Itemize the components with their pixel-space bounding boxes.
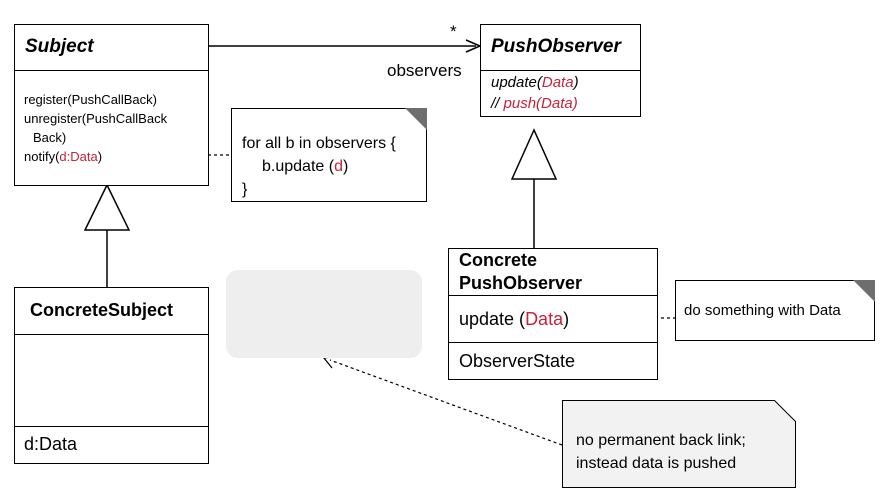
notify-suffix: )	[97, 149, 103, 164]
op-push-param: Data	[541, 95, 573, 112]
update-note-text: do something with Data	[684, 302, 841, 319]
concrete-push-observer-name-2: PushObserver	[459, 273, 583, 293]
subject-ops-compartment: register(PushCallBack) unregister(PushCa…	[15, 71, 208, 185]
op-push-suffix: )	[572, 95, 578, 112]
notify-note-line-3: }	[242, 181, 248, 198]
op-update-param: Data	[541, 74, 574, 91]
subject-class: Subject register(PushCallBack) unregiste…	[14, 24, 209, 186]
concrete-push-observer-ops-compartment: update (Data)	[449, 296, 657, 343]
push-note-line-2: instead data is pushed	[576, 455, 737, 472]
update-note-corner	[853, 280, 875, 302]
concrete-push-observer-name-1: Concrete	[459, 250, 538, 270]
concrete-subject-class-name: ConcreteSubject	[30, 300, 174, 320]
concrete-subject-empty-compartment	[15, 335, 208, 427]
notify-note-line-2: b.update (d)	[262, 158, 348, 176]
subject-name-compartment: Subject	[15, 25, 208, 71]
notify-param: d:Data	[59, 149, 98, 164]
op-push-comment: //	[491, 95, 504, 112]
notify-note-corner	[405, 108, 427, 130]
update-note: do something with Data	[675, 280, 875, 341]
association-role: observers	[387, 61, 462, 80]
op-update-prefix: update(	[491, 74, 542, 91]
subject-op-notify: notify(d:Data)	[24, 147, 102, 166]
association-multiplicity: *	[450, 22, 457, 41]
push-note: no permanent back link; instead data is …	[562, 400, 796, 488]
concrete-subject-attr: d:Data	[24, 434, 78, 454]
subject-op-register: register(PushCallBack)	[24, 92, 157, 107]
push-note-line-1: no permanent back link;	[576, 432, 746, 449]
concrete-push-observer-class: Concrete PushObserver update (Data) Obse…	[448, 248, 658, 380]
concrete-op-suffix: )	[563, 309, 570, 329]
placeholder-box	[226, 270, 422, 358]
concrete-push-observer-op-update: update (Data)	[459, 309, 569, 330]
push-observer-class: PushObserver update(Data) // push(Data)	[480, 24, 641, 117]
push-observer-class-name: PushObserver	[491, 36, 621, 57]
op-push-name: push(	[503, 95, 542, 112]
op-update-suffix: )	[573, 74, 579, 91]
push-note-corner	[774, 400, 796, 422]
push-observer-op-update: update(Data)	[491, 74, 579, 91]
notify-note-line-2-param: d	[334, 158, 343, 175]
push-note-link	[329, 359, 563, 446]
concrete-subject-name-compartment: ConcreteSubject	[15, 288, 208, 335]
concrete-op-param: Data	[525, 309, 564, 329]
notify-note-line-2-prefix: b.update (	[262, 158, 335, 175]
concrete-op-prefix: update (	[459, 309, 526, 329]
subject-op-unregister-1: unregister(PushCallBack	[24, 111, 168, 126]
subject-op-unregister-2: Back)	[33, 130, 67, 145]
concrete-subject-class: ConcreteSubject d:Data	[14, 287, 209, 464]
subject-inheritance-triangle	[83, 183, 131, 231]
concrete-push-observer-attr: ObserverState	[459, 351, 576, 371]
notify-note-line-2-suffix: )	[342, 158, 349, 175]
notify-note-line-1: for all b in observers {	[242, 135, 396, 152]
subject-class-name: Subject	[25, 36, 94, 57]
notify-note: for all b in observers { b.update (d) }	[231, 108, 427, 202]
notify-prefix: notify(	[24, 149, 60, 164]
push-observer-op-push: // push(Data)	[491, 95, 578, 112]
concrete-push-observer-name-compartment: Concrete PushObserver	[449, 249, 657, 296]
observer-inheritance-triangle	[510, 128, 558, 180]
push-observer-name-compartment: PushObserver	[481, 25, 640, 71]
